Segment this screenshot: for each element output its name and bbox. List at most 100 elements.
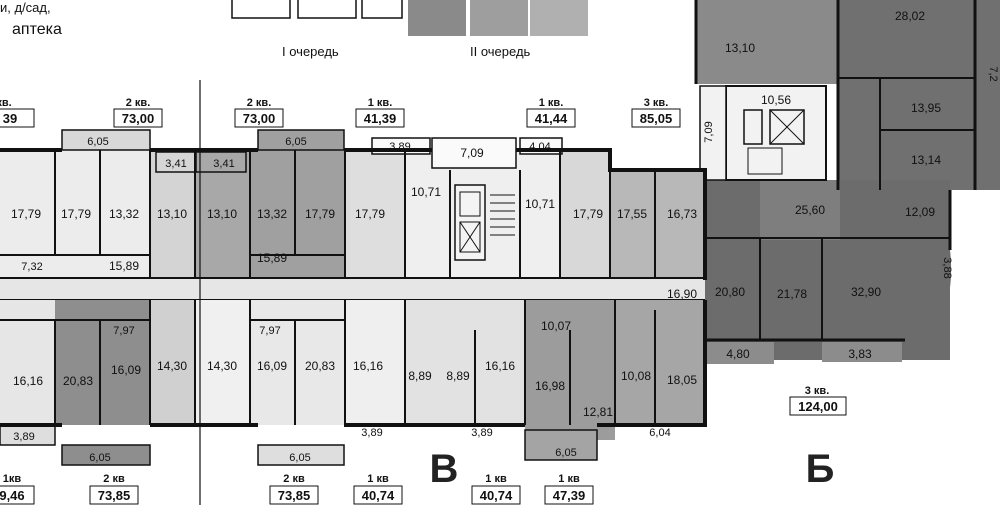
room-area: 16,90 (667, 287, 697, 301)
room-area: 21,78 (777, 287, 807, 301)
svg-text:9,46: 9,46 (0, 488, 25, 503)
room-area: 4,80 (726, 347, 750, 361)
apartment-label-top-2: 2 кв. 73,00 (113, 97, 163, 128)
room-area: 17,79 (573, 207, 603, 221)
room-area: 10,56 (761, 93, 791, 107)
room-area: 4,04 (529, 141, 550, 153)
room-area: 16,09 (257, 359, 287, 373)
svg-text:1кв: 1кв (3, 473, 22, 485)
svg-text:85,05: 85,05 (640, 111, 673, 126)
svg-text:73,00: 73,00 (243, 111, 276, 126)
room-area: 8,89 (446, 369, 470, 383)
svg-text:3 кв.: 3 кв. (644, 97, 669, 109)
room-area: 13,32 (109, 207, 139, 221)
svg-text:1 кв: 1 кв (558, 473, 580, 485)
room-area: 13,14 (911, 153, 941, 167)
room-area: 7,09 (460, 146, 484, 160)
room-area: 16,09 (111, 363, 141, 377)
room-area: 16,16 (13, 374, 43, 388)
room-area: 13,10 (207, 207, 237, 221)
apartment-label-top-4: 1 кв. 41,39 (355, 97, 405, 128)
main-block-structure (0, 80, 707, 505)
header-top-fragment: и, д/сад, (0, 0, 51, 15)
pharmacy-label: аптека (12, 21, 62, 38)
room-area: 6,05 (87, 136, 108, 148)
svg-text:1 кв.: 1 кв. (539, 97, 564, 109)
svg-text:кв.: кв. (0, 97, 12, 109)
room-area: 14,30 (157, 359, 187, 373)
svg-text:3 кв.: 3 кв. (805, 385, 830, 397)
room-area: 14,30 (207, 359, 237, 373)
room-area: 3,88 (941, 257, 953, 278)
apartment-label-bottom-1: 1кв 9,46 (0, 473, 35, 505)
room-area: 10,08 (621, 369, 651, 383)
room-area: 18,05 (667, 373, 697, 387)
room-area: 13,95 (911, 101, 941, 115)
room-area: 17,79 (355, 207, 385, 221)
legend-box-queue-2c (530, 0, 588, 36)
legend-box-queue-1b (297, 0, 357, 19)
svg-text:2 кв: 2 кв (103, 473, 125, 485)
room-area: 10,71 (525, 197, 555, 211)
room-area: 3,41 (165, 158, 186, 170)
apartment-label-right: 3 кв. 124,00 (789, 385, 847, 416)
section-label-v: В (430, 447, 459, 491)
apartment-label-top-6: 3 кв. 85,05 (631, 97, 681, 128)
room-area: 8,89 (408, 369, 432, 383)
room-area: 28,02 (895, 9, 925, 23)
room-area: 7,32 (21, 261, 42, 273)
svg-text:73,00: 73,00 (122, 111, 155, 126)
room-area: 7,2 (987, 66, 999, 81)
svg-text:40,74: 40,74 (480, 488, 513, 503)
apartment-labels-top: кв. 39 2 кв. 73,00 2 кв. 73,00 1 кв. 41,… (0, 97, 681, 128)
apartment-label-bottom-5: 1 кв 40,74 (471, 473, 521, 505)
room-area: 20,80 (715, 285, 745, 299)
room-area: 7,97 (113, 325, 134, 337)
room-area: 3,41 (213, 158, 234, 170)
room-area: 3,89 (13, 431, 34, 443)
room-area: 25,60 (795, 203, 825, 217)
svg-text:39: 39 (3, 111, 17, 126)
room-area: 13,10 (157, 207, 187, 221)
room-area: 10,71 (411, 185, 441, 199)
room-area: 16,16 (353, 359, 383, 373)
apartment-label-bottom-3: 2 кв 73,85 (269, 473, 319, 505)
room-area: 7,97 (259, 325, 280, 337)
svg-text:1 кв: 1 кв (367, 473, 389, 485)
room-area: 16,73 (667, 207, 697, 221)
queue-1-label: I очередь (282, 44, 339, 59)
room-area: 10,07 (541, 319, 571, 333)
room-area: 17,79 (11, 207, 41, 221)
room-area: 6,04 (649, 427, 670, 439)
room-area: 20,83 (305, 359, 335, 373)
room-area: 6,05 (289, 452, 310, 464)
room-area: 12,09 (905, 205, 935, 219)
apartment-label-bottom-2: 2 кв 73,85 (89, 473, 139, 505)
room-area: 15,89 (257, 251, 287, 265)
apartment-labels-bottom: 1кв 9,46 2 кв 73,85 2 кв 73,85 1 кв 40,7… (0, 385, 847, 505)
room-area: 3,89 (389, 141, 410, 153)
room-area: 16,16 (485, 359, 515, 373)
room-areas: 28,02 13,10 10,56 7,2 13,95 7,09 13,14 1… (11, 9, 999, 464)
legend-box-queue-1c (361, 0, 403, 19)
svg-text:40,74: 40,74 (362, 488, 395, 503)
room-area: 3,89 (361, 427, 382, 439)
apartment-label-bottom-6: 1 кв 47,39 (544, 473, 594, 505)
room-area: 6,05 (285, 136, 306, 148)
room-area: 3,83 (848, 347, 872, 361)
room-area: 12,81 (583, 405, 613, 419)
svg-text:2 кв.: 2 кв. (126, 97, 151, 109)
legend-box-queue-1a (231, 0, 291, 19)
svg-text:41,39: 41,39 (364, 111, 397, 126)
svg-text:2 кв.: 2 кв. (247, 97, 272, 109)
room-area: 13,10 (725, 41, 755, 55)
apartment-label-top-5: 1 кв. 41,44 (526, 97, 576, 128)
room-area: 17,79 (305, 207, 335, 221)
room-area: 20,83 (63, 374, 93, 388)
queue-2-label: II очередь (470, 44, 531, 59)
apartment-label-top-1: кв. 39 (0, 97, 35, 128)
svg-text:1 кв: 1 кв (485, 473, 507, 485)
svg-text:41,44: 41,44 (535, 111, 568, 126)
room-area: 6,05 (555, 447, 576, 459)
room-area: 17,55 (617, 207, 647, 221)
